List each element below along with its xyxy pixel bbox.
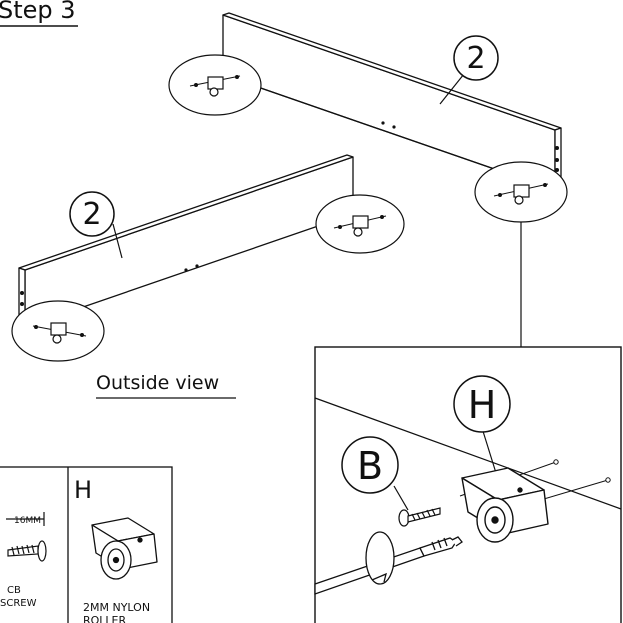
caster-ellipse-top-left xyxy=(168,54,262,116)
detail-part-b: B xyxy=(357,444,383,488)
screwdriver-detail xyxy=(314,531,463,595)
panel-number-left: 2 xyxy=(82,197,101,232)
top-panel-holes xyxy=(381,121,559,172)
left-panel xyxy=(18,154,354,328)
screw-text-2: SCREW xyxy=(0,598,37,609)
panel-number-top-callout: 2 xyxy=(439,35,499,105)
caster-ellipse-top-right xyxy=(474,161,568,223)
step-title: Step 3 xyxy=(0,0,76,24)
roller-letter: H xyxy=(74,476,92,504)
caster-bracket-detail xyxy=(461,467,549,543)
roller-part-icon xyxy=(91,517,158,580)
detail-part-h: H xyxy=(468,383,497,427)
caster-ellipse-bottom-left xyxy=(11,300,105,362)
detail-box: H B xyxy=(314,346,622,623)
screw-text-1: CB xyxy=(7,585,21,596)
screw-b-detail xyxy=(398,507,441,527)
caster-ellipse-middle xyxy=(315,194,405,254)
outside-view-label: Outside view xyxy=(96,372,219,394)
panel-number-top: 2 xyxy=(466,41,485,76)
screw-part-icon xyxy=(6,512,47,562)
roller-text-2: ROLLER xyxy=(83,614,127,623)
roller-text-1: 2MM NYLON xyxy=(83,601,150,614)
panel-number-left-callout: 2 xyxy=(69,191,123,259)
screw-size-label: 16MM xyxy=(14,516,41,526)
parts-box: 16MM CB SCREW H 2MM NYLON ROLLER xyxy=(0,466,173,623)
